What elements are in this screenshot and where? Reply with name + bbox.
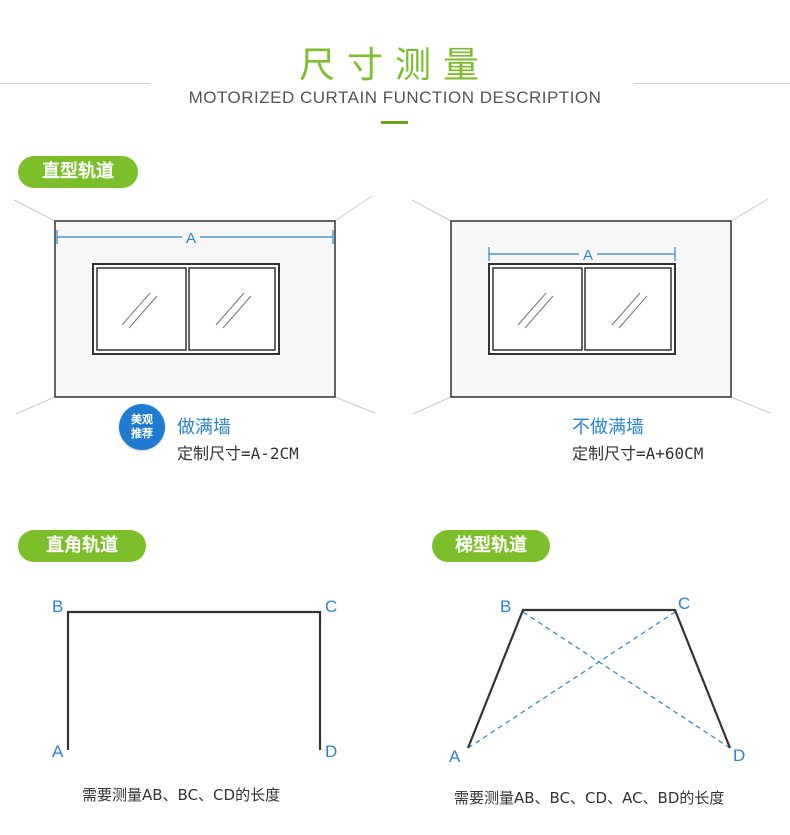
room-full-wall: A (13, 195, 376, 415)
label-right-angle-track: 直角轨道 (18, 530, 146, 562)
not-full-wall-caption-title: 不做满墙 (572, 417, 644, 438)
badge-line-2: 推荐 (131, 427, 153, 440)
point-c-label: C (325, 597, 337, 616)
trap-point-b-label: B (500, 597, 511, 616)
point-a-label: A (52, 742, 64, 761)
trap-point-a-label: A (449, 747, 461, 766)
right-angle-track-diagram: B C A D (52, 597, 337, 761)
recommended-badge: 美观 推荐 (119, 404, 165, 450)
dimension-a-label: A (186, 230, 196, 247)
point-d-label: D (325, 742, 337, 761)
trapezoid-track-diagram: B C A D (449, 594, 745, 766)
room-not-full-wall: A (411, 198, 771, 415)
title-accent-bar (381, 121, 408, 124)
right-angle-note: 需要测量AB、BC、CD的长度 (82, 786, 281, 804)
not-full-wall-caption-size: 定制尺寸=A+60CM (572, 444, 704, 463)
title-divider-left (0, 83, 150, 84)
trapezoid-note: 需要测量AB、BC、CD、AC、BD的长度 (454, 789, 725, 807)
badge-line-1: 美观 (131, 413, 153, 426)
label-straight-track: 直型轨道 (18, 156, 138, 188)
title-divider-right (634, 83, 790, 84)
trap-point-d-label: D (733, 746, 745, 765)
label-trapezoid-track: 梯型轨道 (432, 530, 550, 562)
full-wall-caption-title: 做满墙 (177, 417, 231, 438)
point-b-label: B (52, 597, 63, 616)
full-wall-caption-size: 定制尺寸=A-2CM (177, 444, 299, 463)
page-subtitle: MOTORIZED CURTAIN FUNCTION DESCRIPTION (188, 88, 602, 107)
dimension-a-label-2: A (583, 247, 593, 264)
page-title: 尺寸测量 (298, 45, 491, 86)
trap-point-c-label: C (678, 594, 690, 613)
